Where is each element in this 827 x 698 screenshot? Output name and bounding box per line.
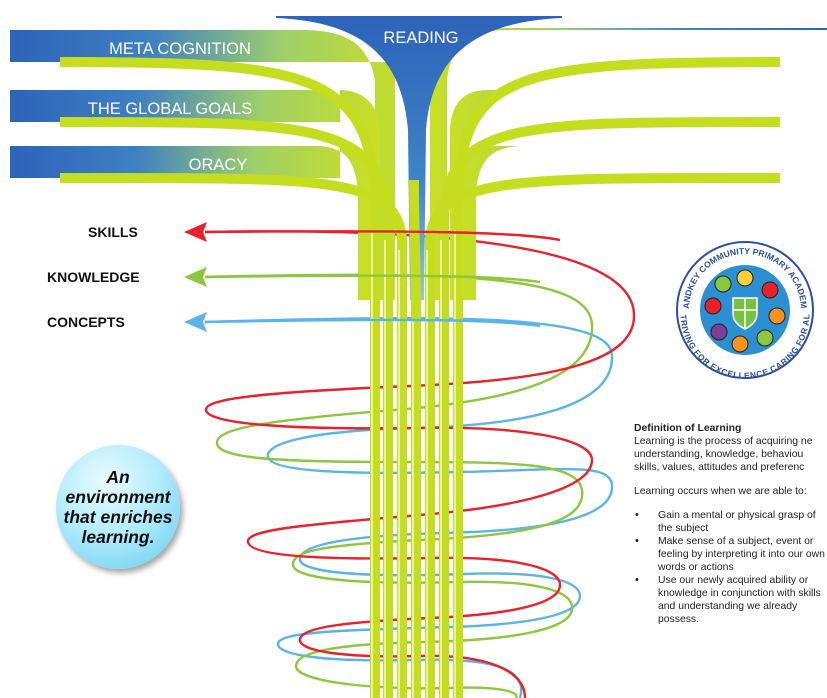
definition-title: Definition of Learning: [634, 423, 742, 434]
spiral-front-green: [204, 274, 541, 284]
spiral-red: [204, 230, 636, 698]
label-knowledge: KNOWLEDGE: [47, 269, 140, 285]
logo-shield-cross: [733, 298, 757, 328]
logo-children: [704, 269, 786, 353]
bubble-text: An environment that enriches learning.: [63, 467, 173, 547]
definition-bullet-2: Make sense of a subject, event or feelin…: [634, 535, 827, 574]
spiral-front: [204, 230, 561, 328]
spiral-green: [204, 273, 594, 698]
banner-label-challenge: CHALLENGE: [592, 151, 692, 169]
stem-7: [453, 57, 781, 698]
child-5-icon: [731, 335, 749, 353]
definition-line-1: Learning is the process of acquiring ne: [634, 436, 813, 447]
spiral-front-blue: [204, 318, 541, 328]
child-1-icon: [736, 269, 754, 287]
environment-bubble: An environment that enriches learning.: [56, 445, 180, 569]
banner-label-enquiry: ENQUIRY APPROACH: [591, 96, 762, 114]
child-3-icon: [768, 307, 786, 325]
banner-labels: META COGNITION THE GLOBAL GOALS ORACY RE…: [88, 29, 762, 174]
child-8-icon: [714, 275, 732, 293]
definition-lead: Learning occurs when we are able to:: [634, 486, 807, 497]
school-logo: LANDKEY COMMUNITY PRIMARY ACADEMY STRIVI…: [676, 241, 814, 380]
label-skills: SKILLS: [88, 224, 138, 240]
stem-highlights: [371, 230, 456, 698]
banner-label-reading: READING: [383, 29, 458, 47]
child-4-icon: [756, 329, 774, 347]
definition-list: Gain a mental or physical grasp of the s…: [634, 509, 827, 626]
spiral-blue: [204, 317, 614, 698]
spiral-front-red: [204, 230, 561, 242]
stem-2: [59, 116, 393, 698]
label-concepts: CONCEPTS: [47, 314, 125, 330]
arrow-head-knowledge: [184, 267, 207, 287]
stem-6: [439, 116, 781, 698]
child-6-icon: [710, 323, 728, 341]
banner-reading: [276, 16, 562, 300]
arrow-head-concepts: [184, 312, 207, 332]
ribbon-stems: [59, 57, 781, 698]
child-2-icon: [761, 281, 779, 299]
stem-5: [425, 172, 781, 698]
stem-4: [409, 179, 421, 698]
banner-label-core-values: 10 CORE VALUES: [582, 38, 721, 56]
definition-line-3: skills, values, attitudes and preferenc: [634, 462, 805, 473]
banner-global-goals: [10, 90, 380, 300]
arrow-head-skills: [184, 222, 207, 242]
banner-label-meta-cognition: META COGNITION: [109, 40, 251, 58]
definition-bullet-1: Gain a mental or physical grasp of the s…: [634, 509, 827, 535]
arrow-heads: [184, 222, 207, 332]
banner-label-global-goals: THE GLOBAL GOALS: [88, 100, 252, 118]
banner-meta-cognition: [10, 27, 410, 301]
definition-line-2: understanding, knowledge, behaviou: [634, 449, 804, 460]
banner-label-oracy: ORACY: [189, 156, 248, 174]
child-7-icon: [704, 297, 722, 315]
stem-3: [59, 172, 407, 698]
definition-bullet-3: Use our newly acquired ability or knowle…: [634, 574, 827, 626]
definition-panel: Definition of Learning Learning is the p…: [634, 422, 827, 626]
